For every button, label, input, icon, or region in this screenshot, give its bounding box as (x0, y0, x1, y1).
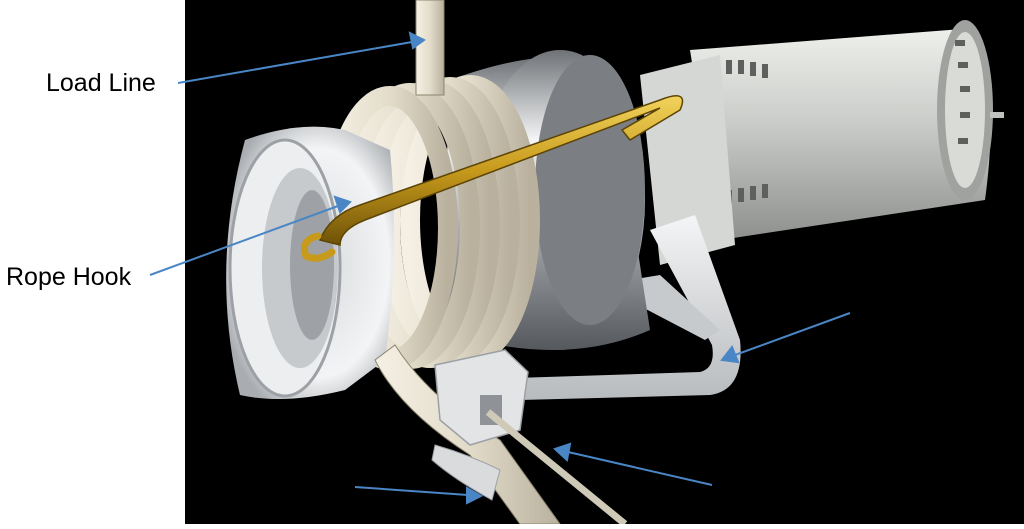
label-load-line: Load Line (46, 69, 156, 97)
lanyard-cord (485, 409, 628, 527)
label-fall-line: Fall Line (222, 466, 317, 494)
arrow-load-line (177, 41, 413, 84)
arrow-fall-line (354, 486, 469, 496)
rope-hook (301, 95, 684, 262)
arrow-lanyard (567, 451, 713, 486)
label-rope-hook: Rope Hook (6, 263, 132, 291)
arrow-lanyard-head (553, 442, 572, 462)
arrow-rope-hook (149, 205, 339, 276)
arrow-fall-line-head (466, 486, 484, 505)
label-rope-lock-device: Rope Lock Device (772, 273, 975, 301)
arrow-rope-lock-device (734, 312, 851, 356)
motor-vents (726, 40, 970, 204)
load-line-rope (415, 0, 445, 96)
label-lanyard: Lanyard (718, 473, 809, 501)
callout-arrows (149, 31, 851, 505)
arrow-rope-lock-device-head (720, 344, 740, 364)
arrow-load-line-head (408, 31, 426, 50)
arrow-rope-hook-head (333, 195, 352, 214)
capstan-flange (226, 126, 394, 400)
